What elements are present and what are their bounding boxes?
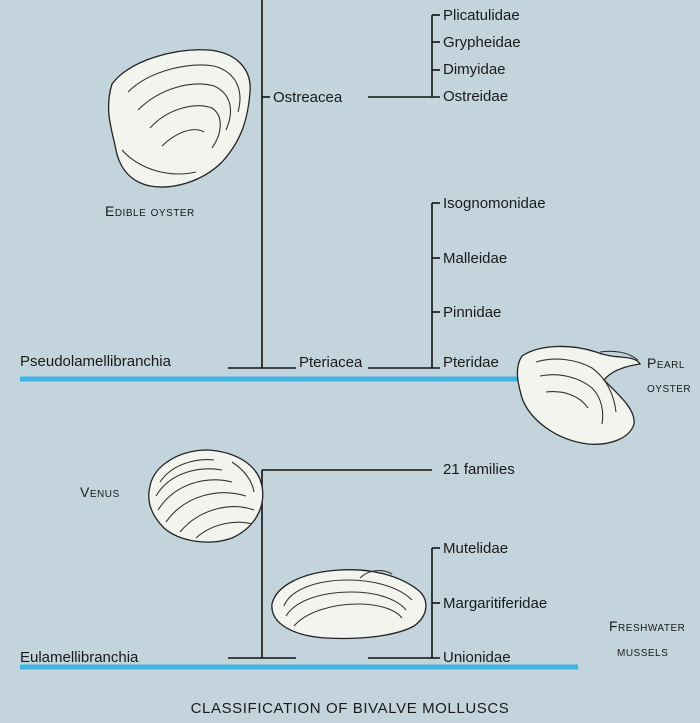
family-label: Grypheidae — [443, 34, 521, 51]
lower-group-label: 21 families — [443, 461, 515, 478]
diagram-title: CLASSIFICATION OF BIVALVE MOLLUSCS — [191, 700, 510, 717]
family-label: Ostreidae — [443, 88, 508, 105]
freshwater-mussel-illustration — [271, 569, 427, 640]
family-label: Mutelidae — [443, 540, 508, 557]
family-label: Pteridae — [443, 354, 499, 371]
family-label: Pinnidae — [443, 304, 501, 321]
pearl-oyster-illustration — [516, 345, 642, 445]
freshwater-mussels-caption: Freshwater — [609, 618, 685, 634]
venus-illustration — [148, 449, 264, 543]
superfamily-ostreacea-label: Ostreacea — [273, 89, 343, 106]
lower-tree-lines — [228, 469, 440, 659]
upper-tree-lines — [228, 0, 440, 369]
family-label: Dimyidae — [443, 61, 506, 78]
edible-oyster-caption: Edible oyster — [105, 203, 195, 219]
pearl-oyster-caption-2: oyster — [647, 379, 691, 395]
subclass-lower-label: Eulamellibranchia — [20, 649, 139, 666]
pearl-oyster-caption: Pearl — [647, 355, 685, 371]
family-label: Isognomonidae — [443, 195, 546, 212]
family-label: Malleidae — [443, 250, 507, 267]
freshwater-mussels-caption-2: mussels — [617, 643, 668, 659]
family-label: Plicatulidae — [443, 7, 520, 24]
family-label: Unionidae — [443, 649, 511, 666]
edible-oyster-illustration — [107, 49, 251, 188]
superfamily-pteriacea-label: Pteriacea — [299, 354, 363, 371]
subclass-upper-label: Pseudolamellibranchia — [20, 353, 172, 370]
venus-caption: Venus — [80, 484, 120, 500]
family-label: Margaritiferidae — [443, 595, 547, 612]
